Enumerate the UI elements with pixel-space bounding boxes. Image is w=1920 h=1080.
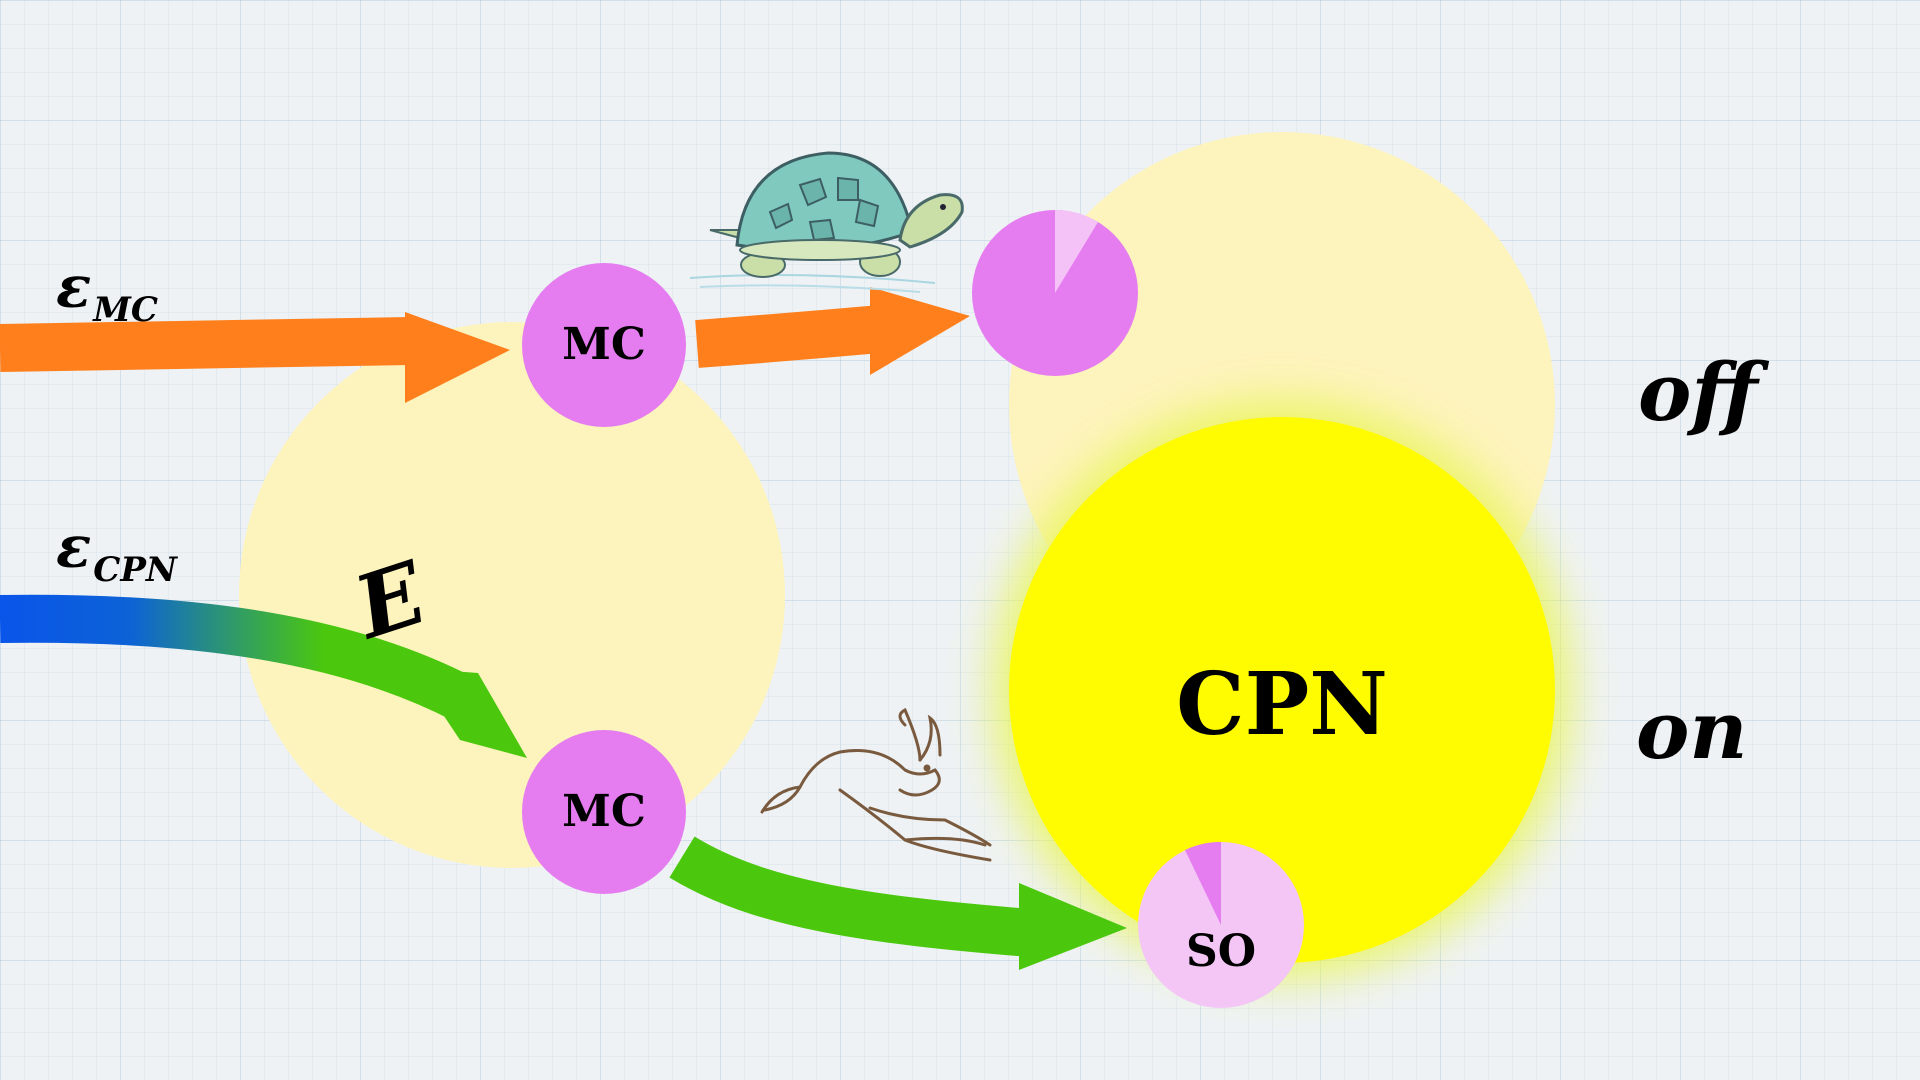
off-state-node <box>972 210 1138 376</box>
label-state-on: on <box>1636 683 1748 777</box>
arrow-mc-to-so <box>669 836 1127 970</box>
epsilon-symbol: ε <box>56 513 92 581</box>
so-node <box>1138 841 1304 1008</box>
epsilon-mc-subscript: MC <box>93 290 158 330</box>
mc-node-bottom <box>522 730 686 894</box>
label-cpn: CPN <box>1176 654 1388 755</box>
label-epsilon-mc: εMC <box>56 258 158 327</box>
label-so: SO <box>1185 926 1257 977</box>
arrow-mc-to-off-node <box>695 287 970 375</box>
label-mc-bottom: MC <box>562 786 646 837</box>
label-epsilon-cpn: εCPN <box>56 518 177 587</box>
arrow-eps-cpn-to-mc <box>0 594 527 758</box>
arrow-eps-mc-to-mc <box>0 312 510 403</box>
epsilon-cpn-subscript: CPN <box>93 550 177 590</box>
epsilon-symbol: ε <box>56 253 92 321</box>
turtle-icon <box>689 151 964 293</box>
mc-node-top <box>522 263 686 427</box>
label-mc-top: MC <box>562 319 646 370</box>
domain-e-circle <box>239 322 785 868</box>
rabbit-icon <box>760 707 992 862</box>
label-state-off: off <box>1638 345 1758 439</box>
cpn-on-circle <box>1009 417 1555 963</box>
